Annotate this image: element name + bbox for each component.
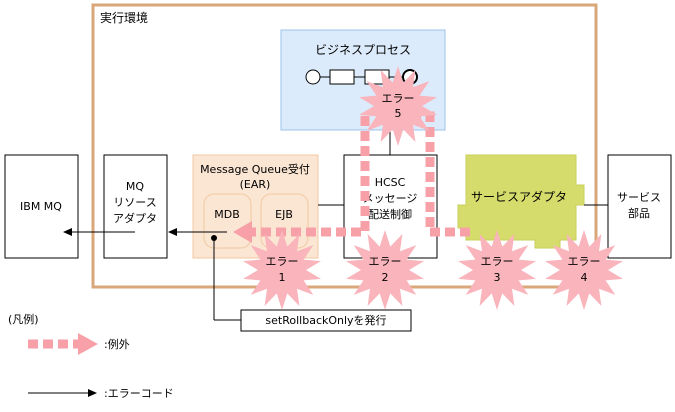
hcsc-box [343, 154, 438, 259]
error-burst-5: エラー 5 [359, 66, 437, 146]
mdb-box [203, 193, 252, 249]
callout-box [240, 309, 412, 332]
error-burst-2: エラー 2 [346, 230, 424, 310]
error-2-line2: 2 [382, 271, 389, 284]
error-burst-3: エラー 3 [458, 230, 536, 310]
runtime-label: 実行環境 [100, 10, 148, 25]
business-process-label: ビジネスプロセス [315, 43, 411, 57]
service-part-line1: サービス [617, 191, 661, 204]
service-part-line2: 部品 [628, 206, 650, 220]
mq-adapter-line3: アダプタ [113, 211, 157, 225]
error-1-line1: エラー [266, 255, 299, 268]
mq-reception-line1: Message Queue受付 [200, 163, 310, 176]
error-5-line2: 5 [395, 107, 402, 120]
ibm-mq-box [4, 154, 79, 259]
hcsc-line3: 配送制御 [368, 207, 412, 221]
mq-adapter-line2: リソース [113, 196, 156, 209]
ejb-label: EJB [275, 208, 293, 221]
mq-reception-line2: (EAR) [240, 178, 271, 191]
runtime-frame [91, 3, 598, 289]
legend-exception-arrowhead [78, 333, 98, 355]
hcsc-line2: メッセージ [363, 192, 418, 205]
error-5-line1: エラー [382, 92, 415, 105]
legend-exception-label: :例外 [104, 337, 130, 351]
legend-error-code-label: :エラーコード [104, 387, 174, 400]
error-1-line2: 1 [279, 271, 286, 284]
legend-title: (凡例) [8, 312, 39, 326]
mq-adapter-line1: MQ [126, 180, 144, 193]
exception-arrows [252, 111, 470, 237]
mq-adapter-box [103, 154, 168, 259]
error-3-line1: エラー [481, 255, 514, 268]
hcsc-line1: HCSC [375, 176, 406, 189]
service-part-box [607, 154, 672, 259]
error-burst-1: エラー 1 [243, 230, 321, 310]
service-adapter-label: サービスアダプタ [471, 189, 567, 204]
mdb-label: MDB [214, 208, 240, 221]
ibm-mq-label: IBM MQ [20, 200, 62, 213]
error-4-line1: エラー [568, 255, 601, 268]
error-3-line2: 3 [494, 271, 501, 284]
error-2-line1: エラー [369, 255, 402, 268]
exception-arrowhead [233, 221, 252, 243]
callout-text: setRollbackOnlyを発行 [265, 313, 386, 327]
error-burst-4: エラー 4 [545, 230, 623, 310]
error-4-line2: 4 [581, 271, 588, 284]
